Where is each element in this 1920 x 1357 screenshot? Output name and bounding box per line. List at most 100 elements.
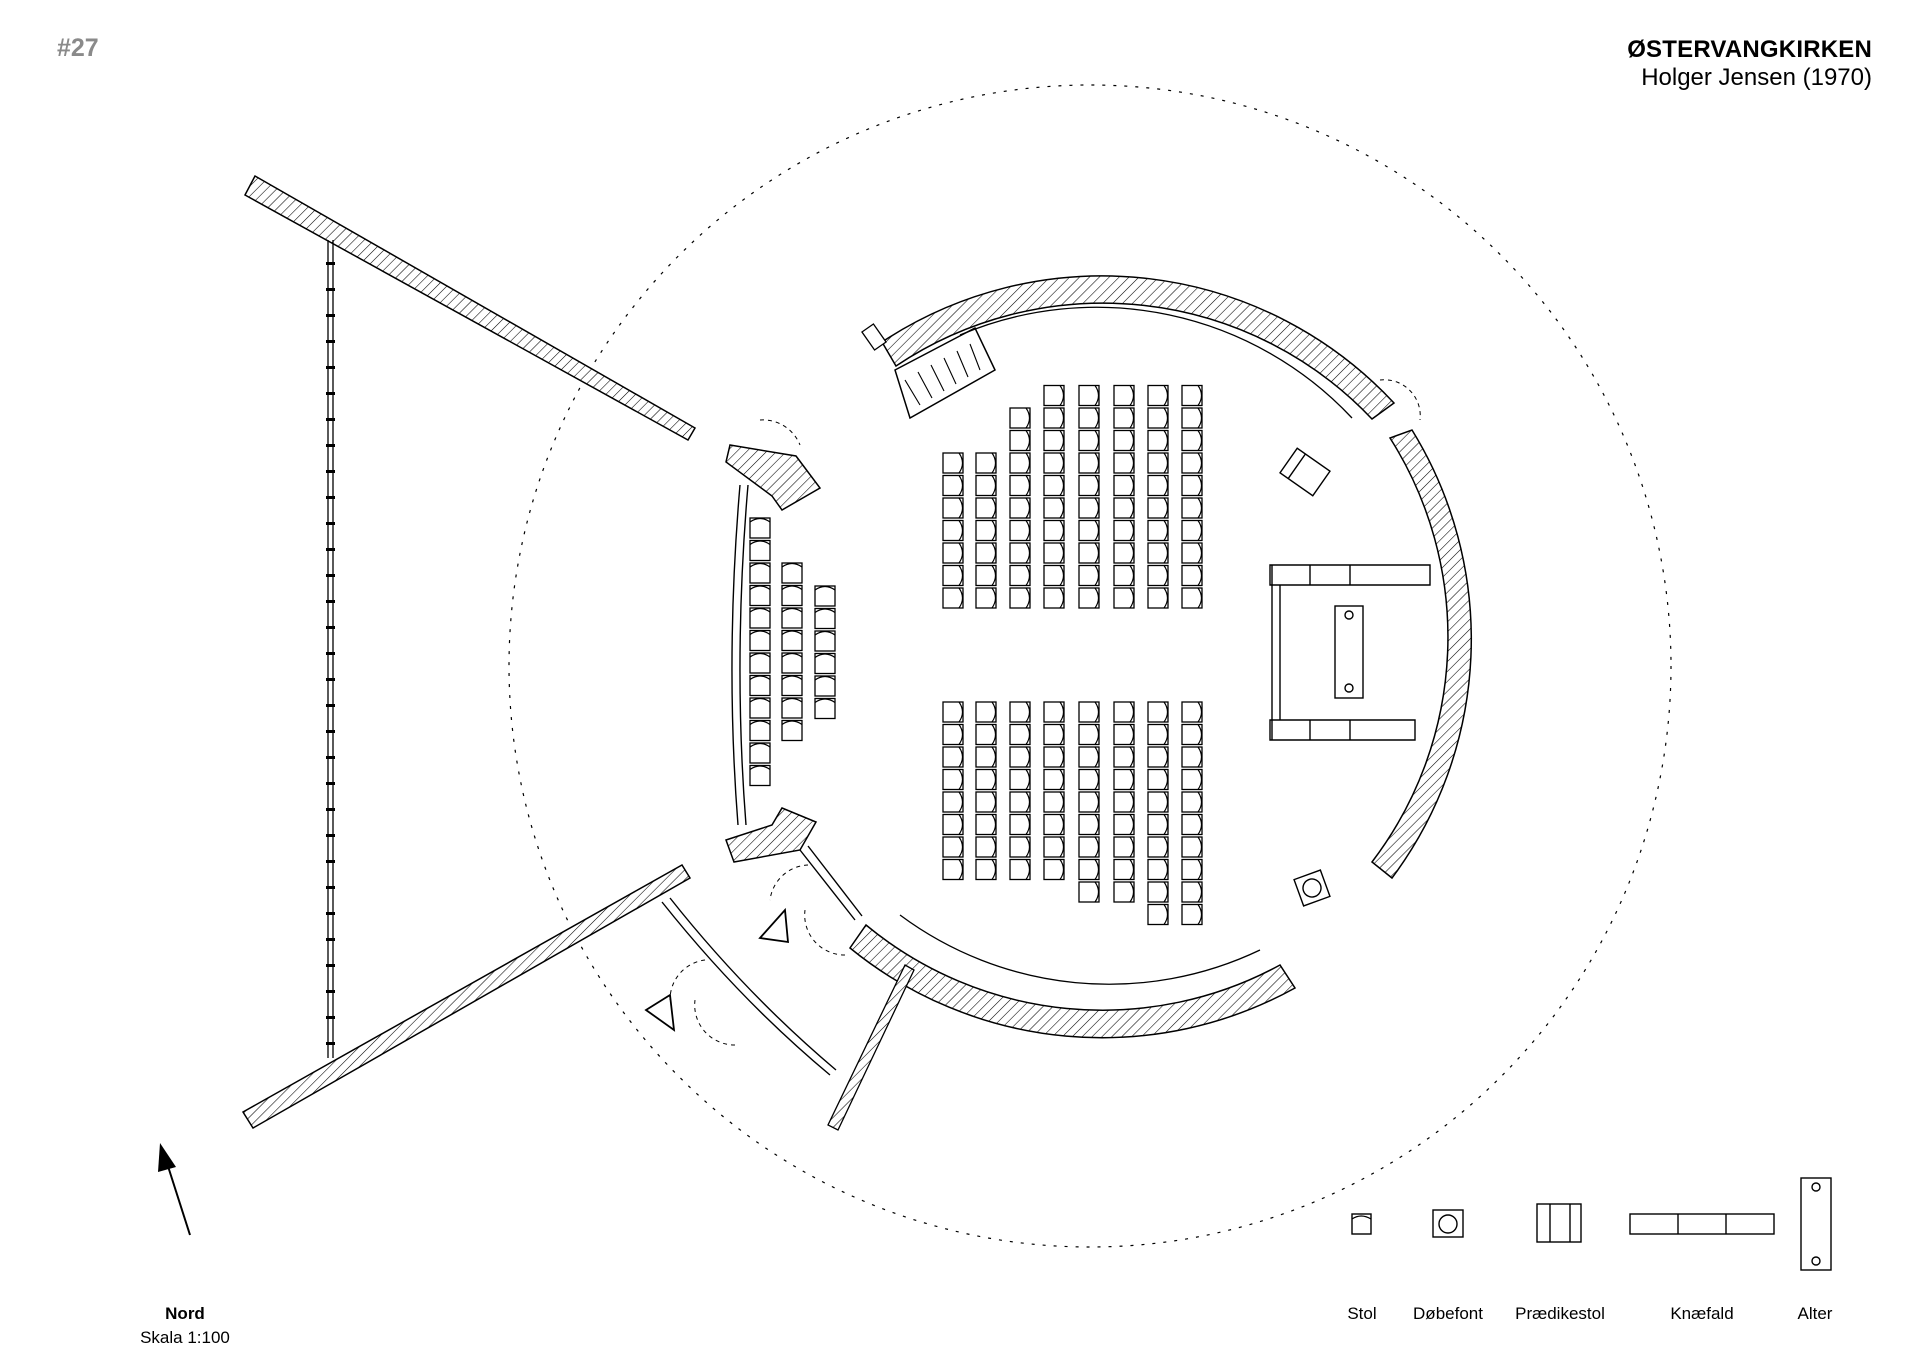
- chair-icon: [975, 836, 997, 858]
- plate-number: #27: [57, 34, 99, 62]
- door-swings: [669, 379, 1421, 1046]
- chair-icon: [1181, 497, 1203, 519]
- chair-icon: [1009, 746, 1031, 768]
- mullion: [326, 314, 335, 317]
- chair-icon: [1113, 474, 1135, 497]
- chair-icon: [1147, 881, 1169, 903]
- chair-icon: [1147, 429, 1169, 452]
- chair-icon: [1181, 519, 1203, 542]
- chair-icon: [1078, 701, 1100, 723]
- legend-font-icon: [1432, 1209, 1464, 1238]
- chair-icon: [975, 858, 997, 881]
- chair-icon: [1009, 768, 1031, 791]
- chair-icon: [781, 629, 803, 652]
- chair-icon: [942, 813, 964, 836]
- chair-icon: [1009, 452, 1031, 474]
- chair-icon: [975, 474, 997, 497]
- chair-icon: [1009, 813, 1031, 836]
- chair-icon: [1113, 542, 1135, 564]
- chair-icon: [1078, 746, 1100, 768]
- legend-pulpit-icon: [1536, 1203, 1582, 1243]
- chair-icon: [749, 697, 771, 719]
- chair-icon: [1043, 746, 1065, 768]
- chair-icon: [1147, 407, 1169, 429]
- chair-icon: [1181, 746, 1203, 768]
- mullion: [326, 522, 335, 525]
- chair-icon: [942, 519, 964, 542]
- chair-icon: [1043, 542, 1065, 564]
- mullion: [326, 678, 335, 681]
- entrance-marker-1: [758, 907, 790, 944]
- mullion: [326, 652, 335, 655]
- chair-icon: [1113, 791, 1135, 813]
- chair-icon: [1043, 474, 1065, 497]
- chair-icon: [1078, 587, 1100, 609]
- chair-icon: [1181, 858, 1203, 881]
- chair-icon: [1009, 564, 1031, 587]
- chair-icon: [1113, 836, 1135, 858]
- chair-icon: [975, 587, 997, 609]
- chair-icon: [1147, 519, 1169, 542]
- mullion: [326, 496, 335, 499]
- chair-icon: [975, 497, 997, 519]
- mullion: [326, 444, 335, 447]
- chair-icon: [749, 584, 771, 607]
- chair-icon: [1009, 519, 1031, 542]
- chair-icon: [942, 564, 964, 587]
- mullion: [326, 600, 335, 603]
- vestibule-east-wall: [827, 964, 915, 1131]
- entrance-marker-2: [644, 993, 676, 1032]
- chair-icon: [1181, 474, 1203, 497]
- chair-icon: [1181, 813, 1203, 836]
- chair-icon: [749, 764, 771, 787]
- mullion: [326, 990, 335, 993]
- chair-icon: [942, 791, 964, 813]
- chair-icon: [1181, 564, 1203, 587]
- chair-icon: [1181, 384, 1203, 407]
- chair-icon: [1113, 452, 1135, 474]
- chair-icon: [1147, 452, 1169, 474]
- chair-icon: [1078, 836, 1100, 858]
- mullion: [326, 886, 335, 889]
- chair-icon: [1147, 384, 1169, 407]
- chair-icon: [1113, 587, 1135, 609]
- church-ring-wall-south: [848, 923, 1297, 1039]
- chair-icon: [781, 652, 803, 674]
- title-block: ØSTERVANGKIRKEN Holger Jensen (1970): [1627, 36, 1872, 92]
- chair-icon: [942, 542, 964, 564]
- chair-icon: [1147, 701, 1169, 723]
- chair-icon: [975, 542, 997, 564]
- chancel: [1269, 564, 1431, 741]
- chair-icon: [1147, 746, 1169, 768]
- chair-icon: [1078, 452, 1100, 474]
- chair-icon: [1113, 407, 1135, 429]
- chair-icon: [1009, 836, 1031, 858]
- north-outer-wall: [243, 174, 697, 442]
- chair-icon: [1043, 587, 1065, 609]
- chair-icon: [1043, 429, 1065, 452]
- chair-icon: [1181, 701, 1203, 723]
- chair-icon: [1147, 587, 1169, 609]
- chair-icon: [942, 701, 964, 723]
- chair-icon: [975, 564, 997, 587]
- chair-icon: [1113, 497, 1135, 519]
- chair-icon: [749, 629, 771, 652]
- mullion: [326, 392, 335, 395]
- chair-icon: [814, 652, 836, 675]
- chair-icon: [1009, 723, 1031, 746]
- chair-icon: [1078, 881, 1100, 903]
- chair-icon: [975, 701, 997, 723]
- mullion: [326, 860, 335, 863]
- chair-icon: [1113, 768, 1135, 791]
- chair-icon: [942, 497, 964, 519]
- mullion: [326, 912, 335, 915]
- north-arrow-icon: [158, 1143, 191, 1236]
- ring-bench-north: [959, 306, 1353, 419]
- legend-label-pulpit: Prædikestol: [1515, 1304, 1605, 1323]
- chair-icon: [781, 607, 803, 629]
- mullion: [326, 834, 335, 837]
- chair-icon: [1078, 791, 1100, 813]
- chair-icon: [781, 719, 803, 742]
- chair-icon: [942, 746, 964, 768]
